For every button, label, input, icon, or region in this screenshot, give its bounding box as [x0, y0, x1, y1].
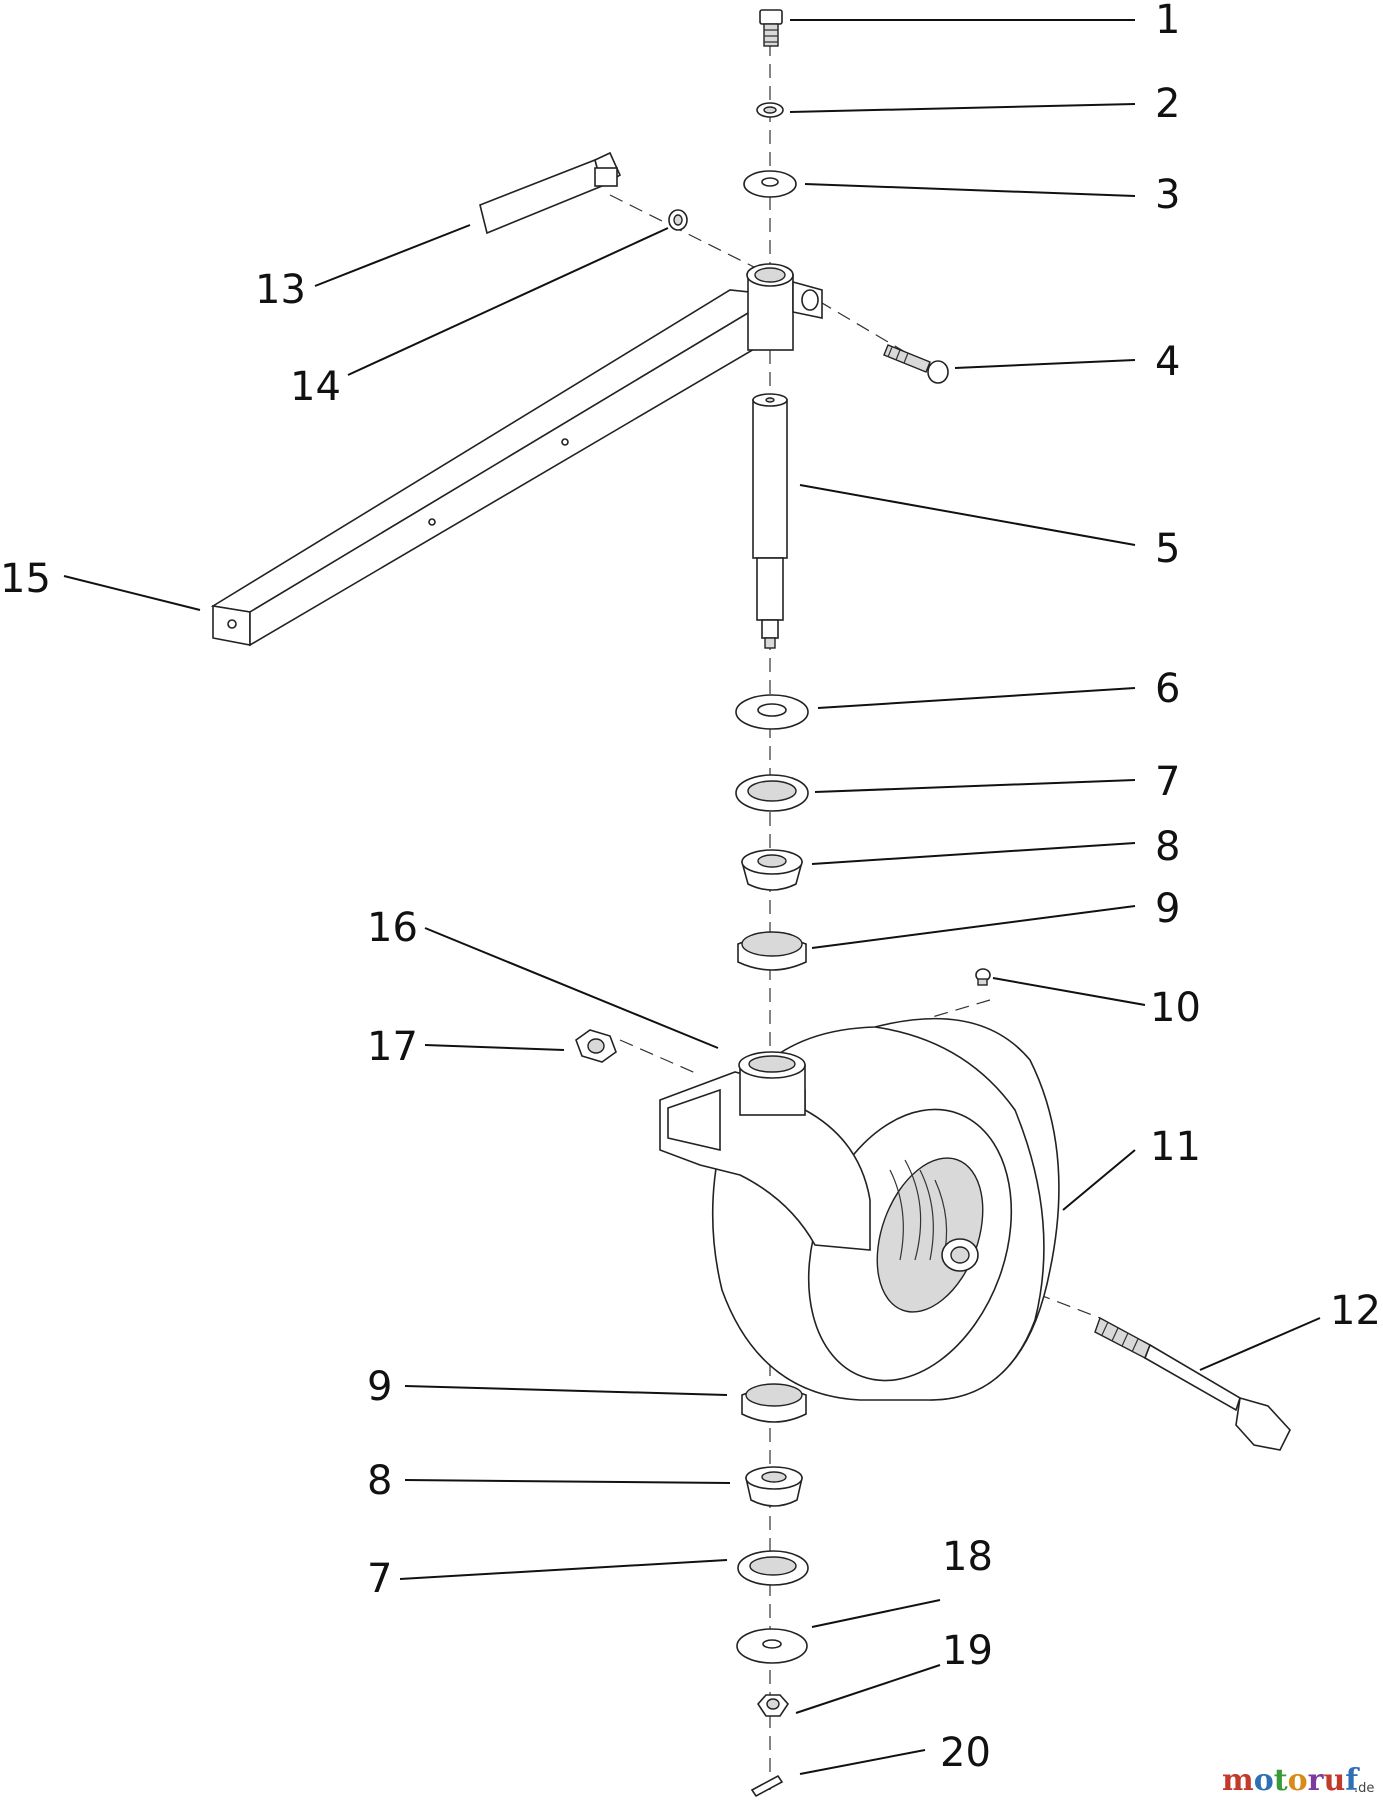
arm-pivot-housing	[746, 263, 823, 351]
callout-3: 3	[1155, 172, 1180, 218]
callout-7-lower: 7	[367, 1556, 392, 1602]
part-16-fork	[659, 1051, 979, 1272]
callout-20: 20	[940, 1730, 991, 1776]
callout-5: 5	[1155, 526, 1180, 572]
callout-16: 16	[367, 905, 418, 951]
part-5-spindle	[752, 393, 788, 649]
handle-axis	[609, 194, 761, 271]
leader-lines	[63, 19, 1321, 1775]
part-12-axle	[1094, 1316, 1291, 1451]
callout-19: 19	[942, 1628, 993, 1674]
part-8-bearing	[741, 849, 803, 891]
callout-8-lower: 8	[367, 1458, 392, 1504]
callout-4: 4	[1155, 339, 1180, 385]
callout-1: 1	[1155, 0, 1180, 43]
nut-axis	[619, 1039, 701, 1076]
watermark-logo: motoruf .de	[1222, 1763, 1374, 1798]
callout-6: 6	[1155, 666, 1180, 712]
part-4-bolt	[883, 344, 949, 384]
part-10-fitting	[975, 968, 991, 986]
part-17-nut	[575, 1029, 617, 1063]
part-20-pin	[750, 1774, 784, 1798]
callout-8: 8	[1155, 824, 1180, 870]
watermark-suffix: .de	[1354, 1781, 1374, 1796]
part-19-nut	[756, 1694, 790, 1717]
callout-10: 10	[1150, 985, 1201, 1031]
watermark-text: motoruf	[1222, 1763, 1360, 1798]
callout-2: 2	[1155, 81, 1180, 127]
part-13-handle	[479, 151, 622, 235]
part-8-bearing-lower	[745, 1466, 803, 1507]
callout-14: 14	[290, 364, 341, 410]
part-1-bolt	[759, 9, 783, 47]
callout-18: 18	[942, 1534, 993, 1580]
part-9-cup	[737, 931, 807, 971]
callout-13: 13	[255, 267, 306, 313]
callout-9-lower: 9	[367, 1364, 392, 1410]
callout-7: 7	[1155, 759, 1180, 805]
part-9-cup-lower	[741, 1383, 807, 1423]
part-15-arm	[210, 289, 781, 647]
bolt-axis	[799, 289, 906, 353]
part-11-wheel	[711, 1017, 1060, 1401]
callout-11: 11	[1150, 1124, 1201, 1170]
callout-12: 12	[1330, 1288, 1381, 1334]
callout-9: 9	[1155, 886, 1180, 932]
callout-15: 15	[0, 556, 51, 602]
callout-17: 17	[367, 1024, 418, 1070]
